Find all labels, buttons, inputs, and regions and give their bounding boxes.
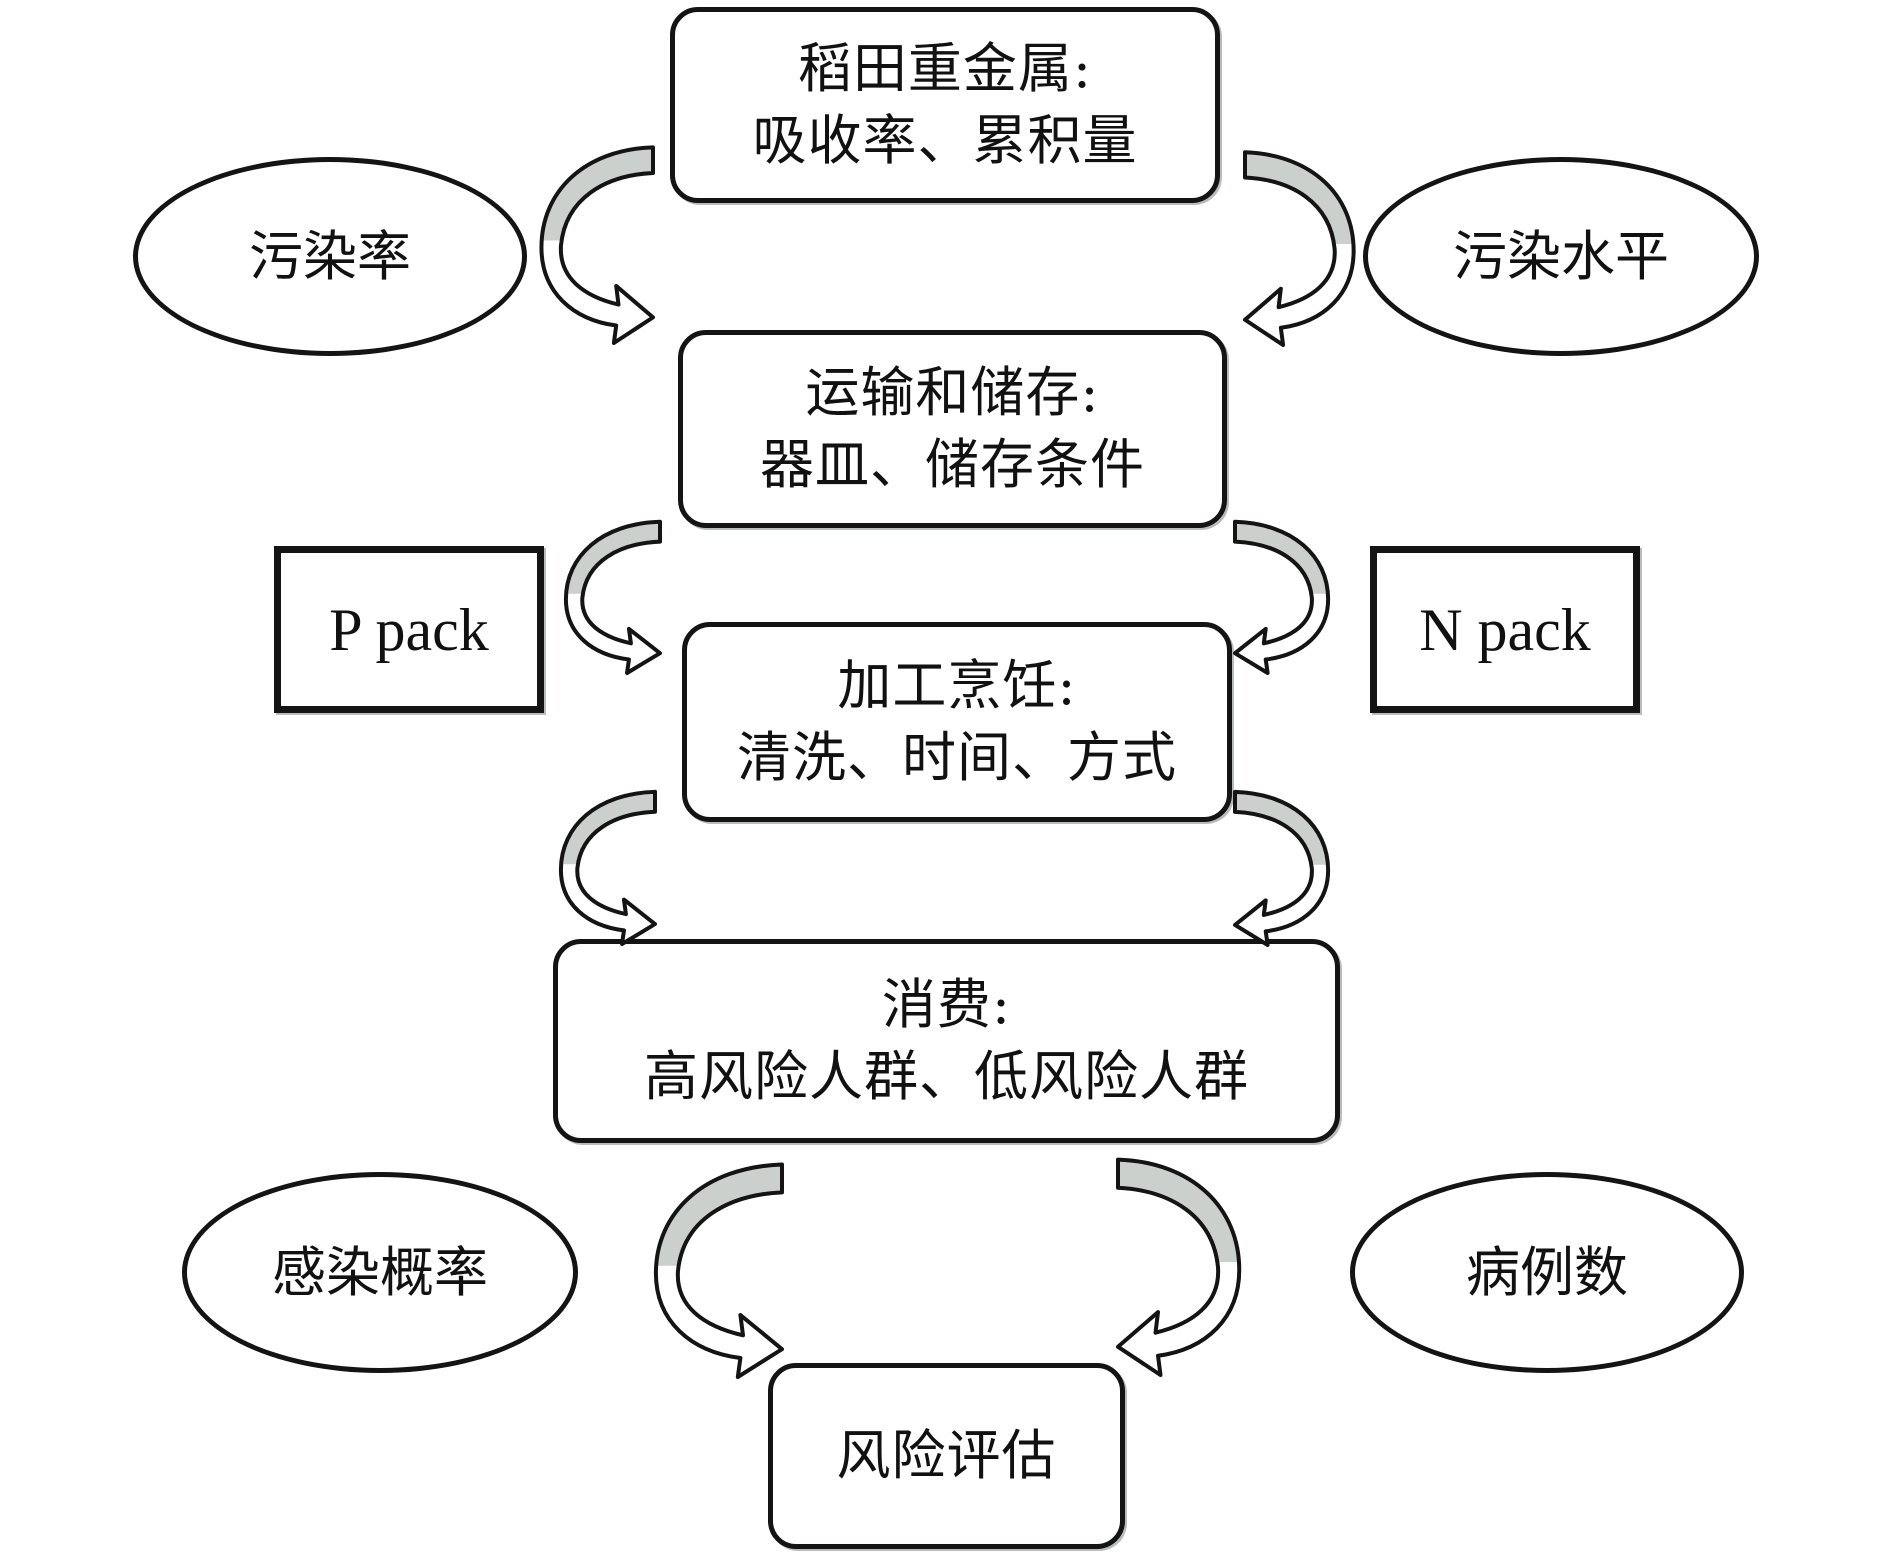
arrow-shaded-band [1234,521,1328,594]
arrow-shaded-band [566,521,661,594]
arrow-body [565,521,660,673]
flow-step-consumption: 消费: 高风险人群、低风险人群 [553,939,1340,1143]
step-title: 风险评估 [836,1424,1057,1487]
arrow-body [541,147,653,343]
arrow-step4-left-icon [656,1165,782,1377]
box-n-pack: N pack [1370,546,1640,713]
arrow-step2-right-icon [1235,522,1328,673]
arrow-shaded-band [656,1164,782,1266]
arrow-step1-right-icon [1245,152,1354,345]
flow-step-paddy-heavy-metal: 稻田重金属: 吸收率、累积量 [670,7,1220,203]
arrow-step1-left-icon [541,147,653,343]
flow-step-risk-assessment: 风险评估 [768,1363,1125,1549]
step-title: 稻田重金属: [797,37,1093,100]
arrow-step3-left-icon [561,792,655,944]
step-title: 运输和储存: [805,361,1100,424]
flow-step-processing-cooking: 加工烹饪: 清洗、时间、方式 [682,622,1232,822]
pack-label: N pack [1419,596,1591,663]
ellipse-label: 污染率 [249,224,411,288]
ellipse-contamination-rate: 污染率 [133,157,527,356]
step-detail: 清洗、时间、方式 [737,726,1177,789]
arrow-body [1235,791,1329,945]
arrow-shaded-band [561,791,656,865]
arrow-body [1235,521,1329,673]
arrow-body [1118,1159,1240,1375]
arrow-shaded-band [1234,791,1328,865]
ellipse-contamination-level: 污染水平 [1363,157,1759,356]
step-detail: 高风险人群、低风险人群 [644,1045,1249,1108]
arrow-outline [1235,792,1328,945]
ellipse-label: 病例数 [1466,1240,1628,1304]
step-title: 消费: [881,973,1012,1036]
step-title: 加工烹饪: [837,654,1077,717]
arrow-outline [656,1165,782,1377]
arrow-body [560,791,655,944]
arrow-body [655,1164,782,1377]
pack-label: P pack [329,596,489,663]
arrow-shaded-band [541,147,653,241]
arrow-outline [566,522,660,673]
ellipse-case-count: 病例数 [1350,1172,1744,1373]
arrow-step2-left-icon [566,522,660,673]
arrow-step4-right-icon [1118,1160,1239,1375]
box-p-pack: P pack [274,546,544,713]
arrow-outline [541,147,653,343]
arrow-shaded-band [1244,152,1354,245]
arrow-shaded-band [1118,1159,1239,1263]
step-detail: 器皿、储存条件 [760,433,1145,496]
ellipse-infection-probability: 感染概率 [182,1172,578,1373]
ellipse-label: 感染概率 [272,1240,488,1304]
step-detail: 吸收率、累积量 [752,109,1138,172]
arrow-body [1245,152,1354,345]
arrow-outline [1235,522,1328,673]
arrow-outline [1118,1160,1239,1375]
arrow-outline [561,792,655,944]
arrow-outline [1245,152,1354,345]
ellipse-label: 污染水平 [1453,224,1669,288]
flow-step-transport-storage: 运输和储存: 器皿、储存条件 [678,330,1227,528]
arrow-step3-right-icon [1235,792,1328,945]
